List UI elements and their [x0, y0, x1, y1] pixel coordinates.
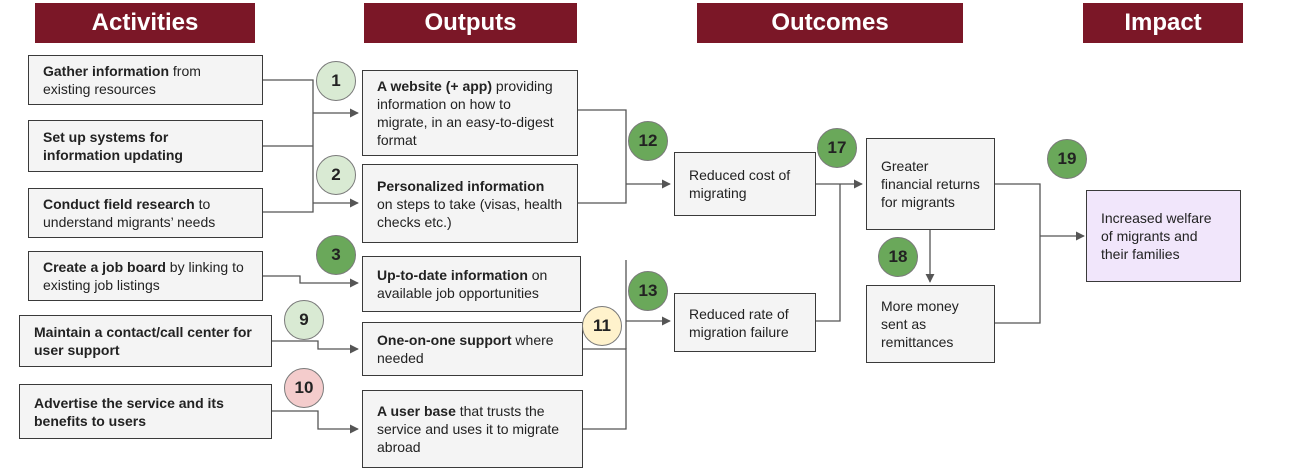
marker-19: 19	[1047, 139, 1087, 179]
header-activities: Activities	[35, 3, 255, 43]
outcome-reduced-cost: Reduced cost of migrating	[674, 152, 816, 216]
outcome-remittances: More money sent as remittances	[866, 285, 995, 363]
activity-set-up-systems: Set up systems for information updating	[28, 120, 263, 172]
activity-advertise: Advertise the service and its benefits t…	[19, 384, 272, 439]
marker-12: 12	[628, 121, 668, 161]
activity-contact-center: Maintain a contact/call center for user …	[19, 315, 272, 367]
marker-1: 1	[316, 61, 356, 101]
marker-2: 2	[316, 155, 356, 195]
header-outcomes: Outcomes	[697, 3, 963, 43]
marker-17: 17	[817, 128, 857, 168]
output-one-on-one-support: One-on-one support where needed	[362, 322, 583, 376]
output-personalized-information: Personalized information on steps to tak…	[362, 164, 578, 243]
outcome-reduced-failure: Reduced rate of migration failure	[674, 293, 816, 352]
activity-job-board: Create a job board by linking to existin…	[28, 251, 263, 301]
marker-10: 10	[284, 368, 324, 408]
header-impact: Impact	[1083, 3, 1243, 43]
activity-field-research: Conduct field research to understand mig…	[28, 188, 263, 238]
marker-11: 11	[582, 306, 622, 346]
marker-13: 13	[628, 271, 668, 311]
output-user-base: A user base that trusts the service and …	[362, 390, 583, 468]
impact-increased-welfare: Increased welfare of migrants and their …	[1086, 190, 1241, 282]
marker-9: 9	[284, 300, 324, 340]
output-up-to-date-information: Up-to-date information on available job …	[362, 256, 581, 312]
marker-3: 3	[316, 235, 356, 275]
output-website: A website (+ app) providing information …	[362, 70, 578, 156]
outcome-greater-returns: Greater financial returns for migrants	[866, 138, 995, 230]
marker-18: 18	[878, 237, 918, 277]
header-outputs: Outputs	[364, 3, 577, 43]
activity-gather-information: Gather information from existing resourc…	[28, 55, 263, 105]
